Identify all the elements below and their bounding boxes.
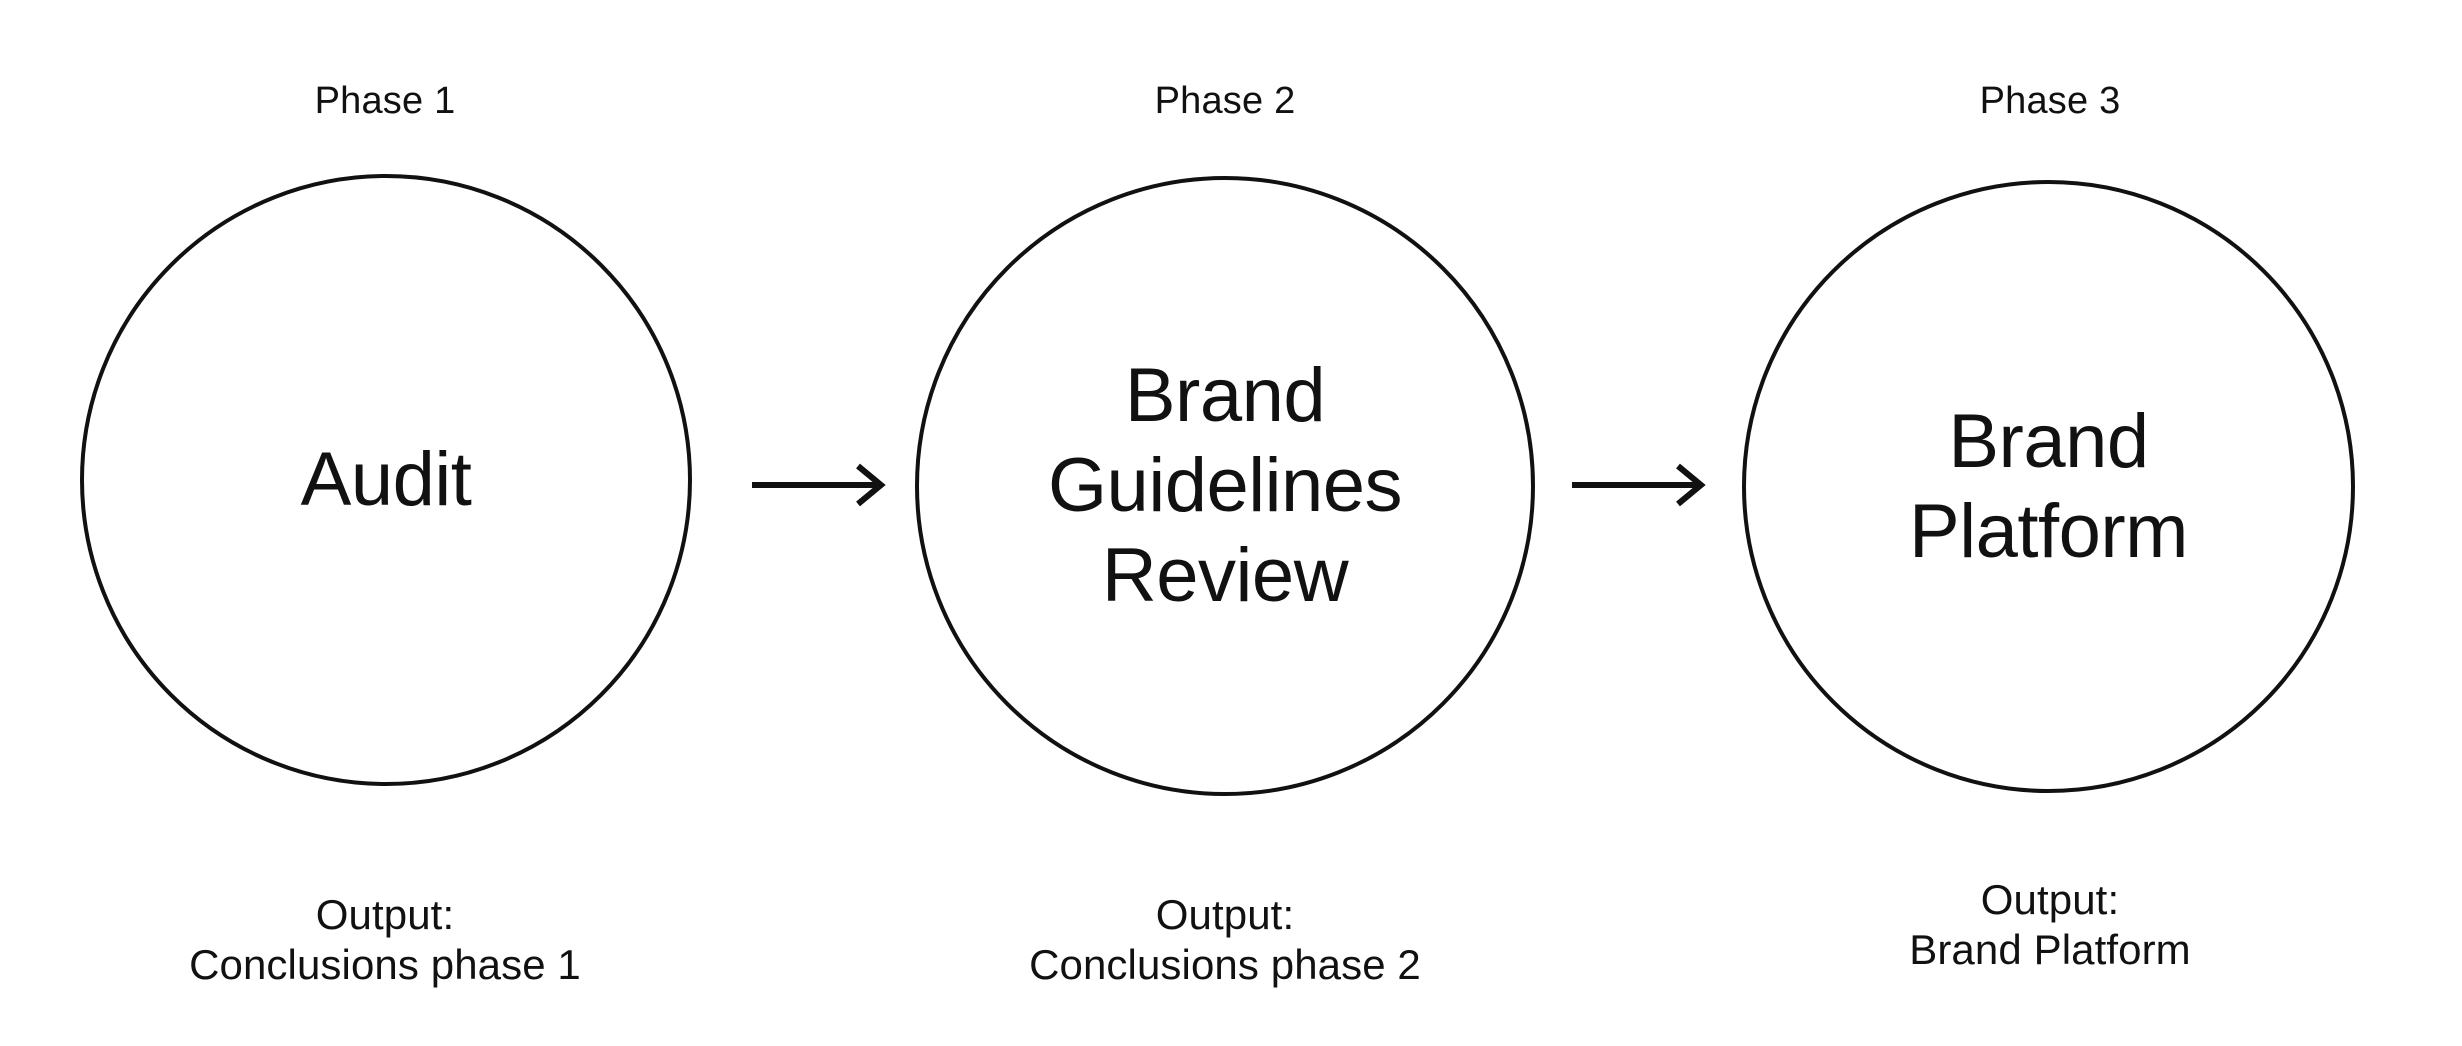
phase-label-3: Phase 3 <box>1979 80 2121 122</box>
phase-circle-label-1: Audit <box>300 437 472 522</box>
phase-label-1: Phase 1 <box>314 80 456 122</box>
phase-circle-label-2: Brand Guidelines Review <box>1047 353 1403 618</box>
phase-circle-1[interactable]: Audit <box>80 174 692 786</box>
phase-group-2: Phase 2 Brand Guidelines Review Output: … <box>840 0 1610 1046</box>
arrow-right-icon-1 <box>750 462 890 508</box>
phase-output-2: Output: Conclusions phase 2 <box>1029 891 1421 988</box>
phase-circle-label-3: Brand Platform <box>1909 398 2188 574</box>
arrow-right-icon-2 <box>1570 462 1710 508</box>
phase-output-3: Output: Brand Platform <box>1909 876 2191 973</box>
phase-circle-3[interactable]: Brand Platform <box>1742 180 2355 793</box>
phase-label-2: Phase 2 <box>1154 80 1296 122</box>
phase-output-1: Output: Conclusions phase 1 <box>189 891 581 988</box>
phase-group-3: Phase 3 Brand Platform Output: Brand Pla… <box>1660 0 2440 1046</box>
phase-group-1: Phase 1 Audit Output: Conclusions phase … <box>0 0 770 1046</box>
phase-circle-2[interactable]: Brand Guidelines Review <box>915 176 1535 796</box>
